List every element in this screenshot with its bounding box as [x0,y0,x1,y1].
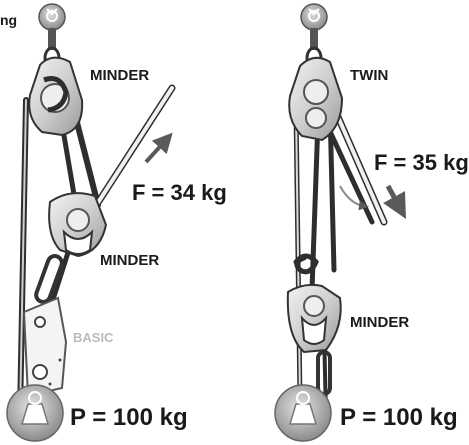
bottom-pulley-label: MINDER [350,314,409,331]
right-load-label: P = 100 kg [340,404,458,431]
pulley-icon [288,285,341,352]
pulley-icon [49,193,106,256]
load-weight-icon [275,385,331,441]
load-weight-icon [7,385,63,441]
left-force-label: F = 34 kg [132,180,227,205]
pulley-icon [29,58,82,135]
pulley-icon [289,58,342,140]
lower-device-label: BASIC [73,330,114,345]
left-system: ng MINDER [0,4,227,441]
arrow-icon [146,140,166,162]
right-force-label: F = 35 kg [374,150,469,175]
top-pulley-label: MINDER [90,67,149,84]
top-pulley-label: TWIN [350,67,388,84]
cropped-label: ng [0,12,17,28]
middle-pulley-label: MINDER [100,252,159,269]
right-system: TWIN MINDER F = 35 kg P = 100 kg [275,4,469,441]
rope-clamp-icon [24,298,66,396]
left-load-label: P = 100 kg [70,404,188,431]
right-ropes [296,110,384,415]
